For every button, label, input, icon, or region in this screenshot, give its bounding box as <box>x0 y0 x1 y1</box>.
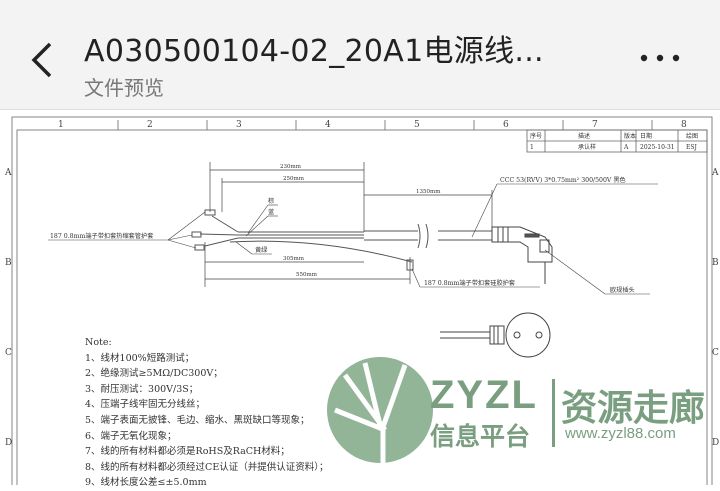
watermark-url: www.zyzl88.com <box>565 425 676 442</box>
note-item: 4、压端子线牢固无分线丝； <box>85 399 206 411</box>
column-label: 6 <box>503 120 509 130</box>
column-label: 7 <box>592 120 598 130</box>
dim-305: 305mm <box>283 256 305 262</box>
label-terminal-left: 187 0.8mm端子带扣套热缩套管护套 <box>50 232 153 240</box>
cable-drawing: 1 2 3 4 5 6 7 8 A A B B C C D D 序号 描述 版本日期 绘图 1 承认样 A 2025-10… <box>4 116 719 491</box>
column-label: 2 <box>147 120 153 130</box>
column-label: 8 <box>681 120 687 130</box>
drawing-preview[interactable]: 1 2 3 4 5 6 7 8 A A B B C C D D 序号 描述 版本日期 绘图 1 承认样 A 2025-10… <box>0 112 720 491</box>
dim-1350: 1350mm <box>416 189 441 195</box>
rev-header: 序号 <box>530 132 542 140</box>
note-item: 3、耐压测试：300V/3S； <box>85 383 199 395</box>
rev-header: 版本 <box>624 132 636 140</box>
note-item: 9、线材长度公差≤±5.0mm <box>85 477 207 489</box>
note-item: 6、端子无氧化现象； <box>85 430 177 442</box>
rev-cell: 2025-10-31 <box>640 144 675 151</box>
page-subtitle: 文件预览 <box>84 76 164 100</box>
watermark-cn-right: 资源走廊 <box>561 387 706 428</box>
row-label: B <box>712 258 719 268</box>
label-blue: 蓝 <box>268 208 274 216</box>
column-label: 4 <box>325 120 331 130</box>
row-label: A <box>4 168 12 178</box>
notes-title: Note: <box>85 337 112 348</box>
chevron-left-icon[interactable] <box>26 38 66 82</box>
rev-header: 描述 <box>578 132 590 140</box>
watermark-brand: ZYZL <box>430 373 538 417</box>
rev-header: 绘图 <box>686 132 698 140</box>
note-item: 2、绝缘测试≥5MΩ/DC300V； <box>85 368 223 380</box>
watermark: ZYZL 信息平台 资源走廊 www.zyzl88.com <box>325 355 720 465</box>
dim-230: 230mm <box>280 164 302 170</box>
note-item: 5、端子表面无披锋、毛边、缩水、黑斑缺口等现象； <box>85 414 310 426</box>
row-label: D <box>712 438 719 448</box>
watermark-logo-icon <box>327 357 433 463</box>
column-label: 3 <box>236 120 242 130</box>
rev-cell: 1 <box>530 144 534 151</box>
column-label: 1 <box>58 120 64 130</box>
row-label: B <box>5 258 12 268</box>
app-header: A030500104-02_20A1电源线... 文件预览 <box>0 0 720 110</box>
watermark-cn-left: 信息平台 <box>430 423 531 451</box>
dim-550: 550mm <box>296 272 318 278</box>
row-label: D <box>5 438 12 448</box>
label-brown: 棕 <box>268 197 274 205</box>
label-plug: 欧规插头 <box>610 286 635 294</box>
label-cable-spec: CCC 53(RVV) 3*0.75mm² 300/500V 黑色 <box>500 176 626 184</box>
label-yellow-green: 黄绿 <box>255 246 268 254</box>
row-label: A <box>711 168 719 178</box>
rev-cell: A <box>623 144 629 151</box>
rev-header: 日期 <box>640 132 652 140</box>
note-item: 7、线的所有材料都必须是RoHS及RaCH材料； <box>85 446 290 458</box>
row-label: C <box>5 348 12 358</box>
file-title: A030500104-02_20A1电源线... <box>84 34 544 69</box>
dim-250: 250mm <box>283 176 305 182</box>
column-label: 5 <box>414 120 420 130</box>
note-item: 1、线材100%短路测试； <box>85 352 195 364</box>
rev-cell: ESJ <box>686 144 697 151</box>
row-label: C <box>712 348 719 358</box>
note-item: 8、线的所有材料都必须经过CE认证（并提供认证资料）； <box>85 461 329 473</box>
rev-cell: 承认样 <box>578 143 596 151</box>
notes-block: Note: 1、线材100%短路测试； 2、绝缘测试≥5MΩ/DC300V； 3、耐… <box>85 335 329 491</box>
label-terminal-right: 187 0.8mm端子带扣套硅胶护套 <box>424 279 515 287</box>
more-horizontal-icon[interactable] <box>638 46 684 66</box>
